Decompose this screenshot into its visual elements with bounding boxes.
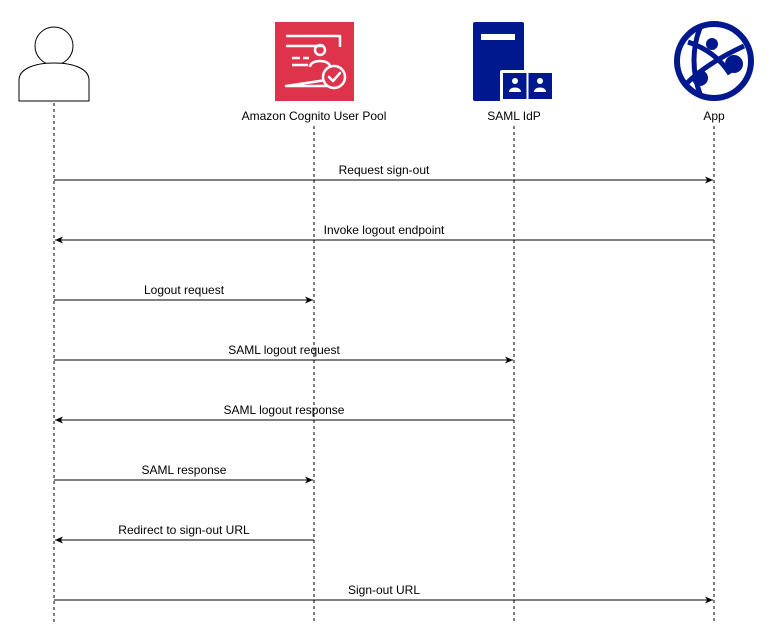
message-label: Invoke logout endpoint (324, 223, 445, 237)
message-label: Redirect to sign-out URL (118, 523, 250, 537)
message-label: Sign-out URL (348, 583, 420, 597)
message-4: SAML logout request (54, 343, 513, 364)
participant-label-saml-idp: SAML IdP (487, 109, 541, 123)
participant-app: App (674, 21, 754, 123)
participant-user (18, 26, 90, 102)
message-label: Request sign-out (339, 163, 430, 177)
message-6: SAML response (54, 463, 313, 484)
saml-idp-server-icon (473, 22, 555, 102)
message-label: Logout request (144, 283, 225, 297)
participant-label-app: App (703, 109, 725, 123)
message-2: Invoke logout endpoint (55, 223, 714, 244)
participant-cognito: Amazon Cognito User Pool (242, 22, 387, 123)
message-label: SAML logout request (228, 343, 340, 357)
message-8: Sign-out URL (54, 583, 713, 604)
message-label: SAML logout response (224, 403, 345, 417)
message-5: SAML logout response (55, 403, 514, 424)
message-7: Redirect to sign-out URL (55, 523, 314, 544)
lifelines (53, 103, 715, 622)
message-label: SAML response (142, 463, 227, 477)
message-3: Logout request (54, 283, 313, 304)
app-globe-icon (674, 21, 754, 101)
participant-label-cognito: Amazon Cognito User Pool (242, 109, 387, 123)
message-1: Request sign-out (54, 163, 713, 184)
cognito-user-pool-icon (275, 22, 354, 101)
user-icon (18, 26, 90, 102)
participant-saml-idp: SAML IdP (473, 22, 555, 123)
